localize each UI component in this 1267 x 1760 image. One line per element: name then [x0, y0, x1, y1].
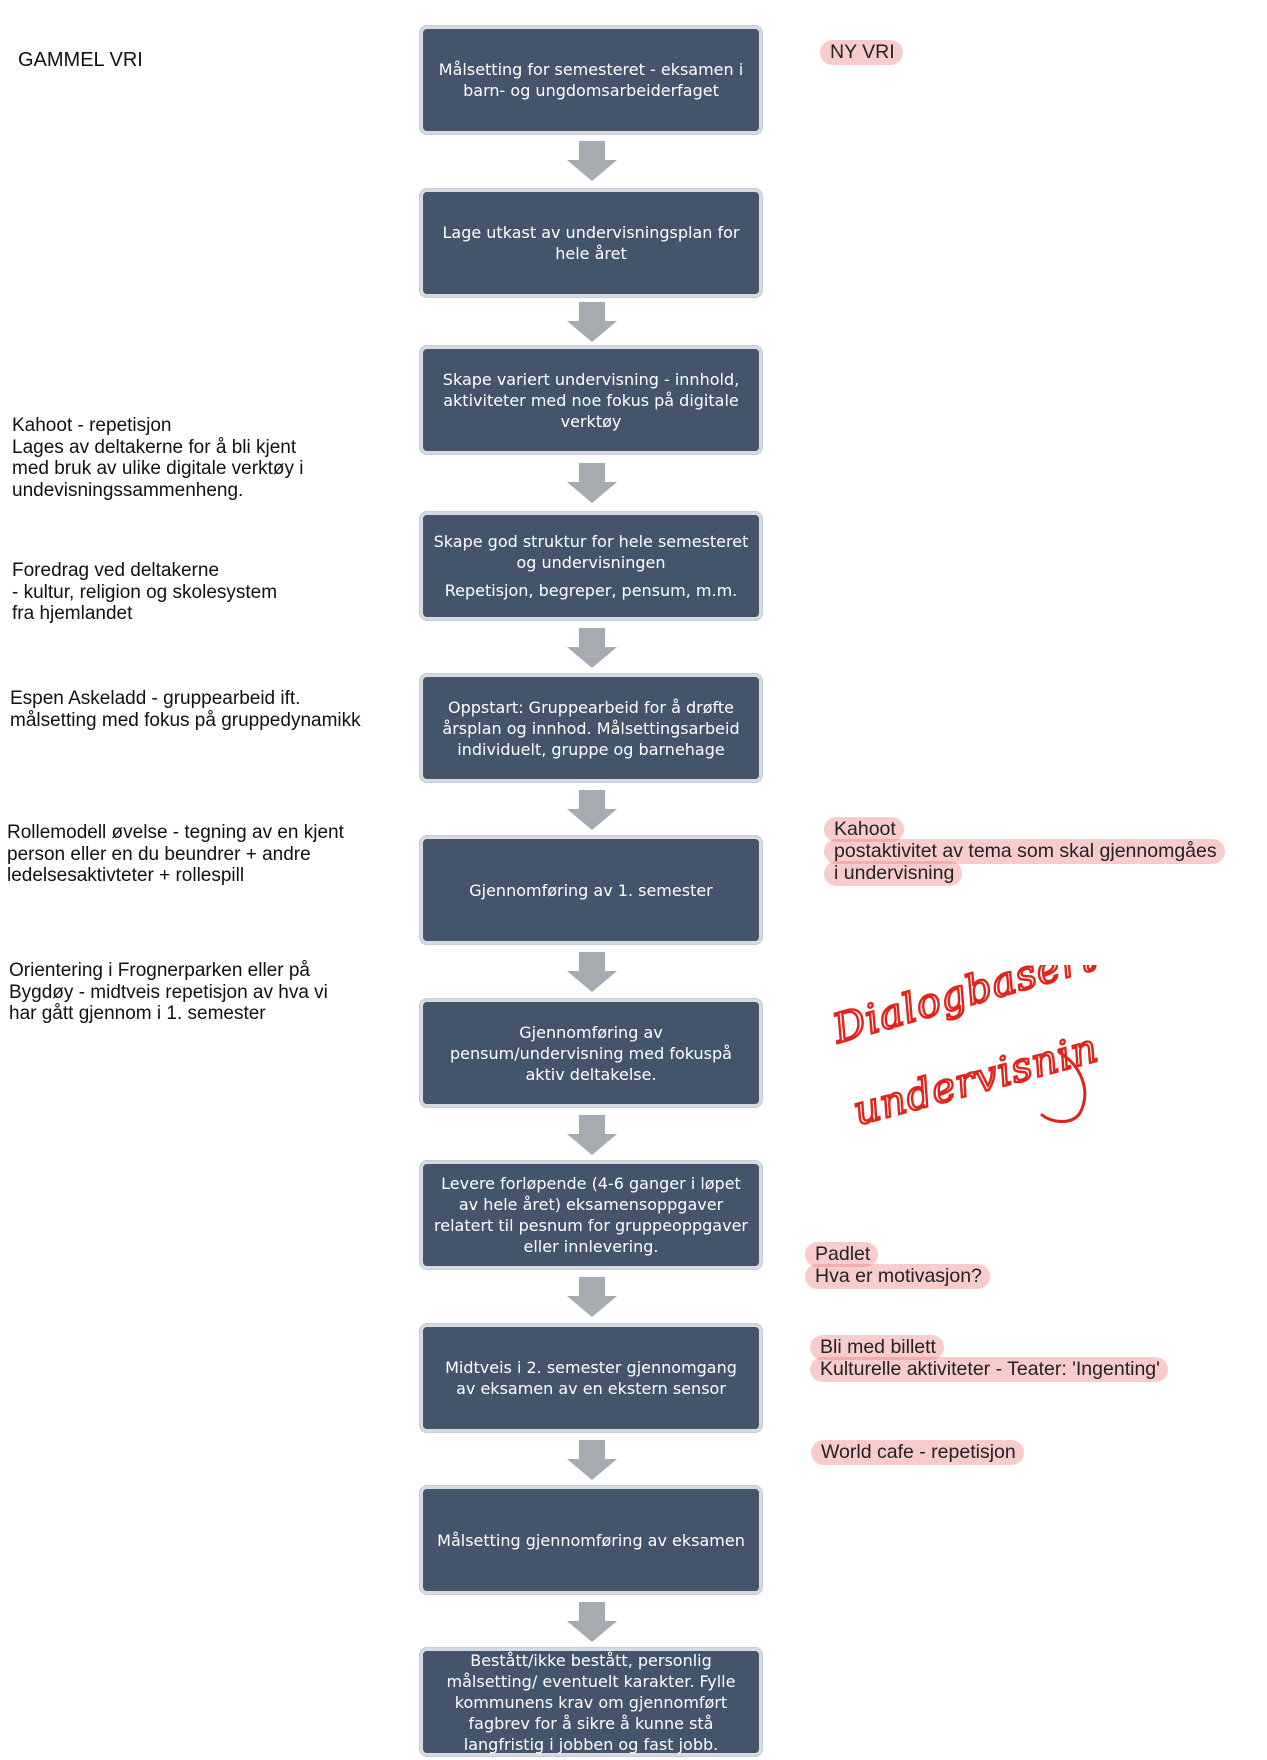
ny-vri-heading: NY VRI — [820, 40, 903, 65]
hl-kahoot: Kahoot — [824, 817, 904, 842]
down-arrow-icon — [567, 141, 617, 181]
flow-step-6-text: Gjennomføring av 1. semester — [469, 880, 713, 900]
down-arrow-icon — [567, 628, 617, 668]
flow-step-2: Lage utkast av undervisningsplan for hel… — [420, 189, 762, 297]
highlight-mark — [810, 1335, 944, 1360]
flow-step-5: Oppstart: Gruppearbeid for å drøfte årsp… — [420, 674, 762, 782]
ny-vri-label: NY VRI — [830, 41, 895, 63]
flow-step-4-subtext: Repetisjon, begreper, pensum, m.m. — [444, 581, 738, 600]
gammel-vri-heading: GAMMEL VRI — [18, 49, 143, 71]
flow-step-10-text: Målsetting gjennomføring av eksamen — [437, 1530, 745, 1550]
flow-step-4-text: Skape god struktur for hele semesteret o… — [433, 532, 749, 572]
hl-motivasjon: Hva er motivasjon? — [805, 1264, 990, 1289]
flow-step-7-text: Gjennomføring av pensum/undervisning med… — [450, 1022, 732, 1084]
hl-kulturelle-text: Kulturelle aktiviteter - Teater: 'Ingent… — [820, 1358, 1160, 1380]
hl-world-cafe: World cafe - repetisjon — [811, 1440, 1024, 1465]
flow-step-6: Gjennomføring av 1. semester — [420, 836, 762, 944]
highlight-mark — [810, 1357, 1168, 1382]
highlight-mark — [820, 40, 903, 65]
flow-step-1: Målsetting for semesteret - eksamen i ba… — [420, 26, 762, 134]
flow-step-11: Bestått/ikke bestått, personlig målsetti… — [420, 1648, 762, 1756]
highlight-mark — [805, 1264, 990, 1289]
note-kahoot-repetisjon: Kahoot - repetisjon Lages av deltakerne … — [12, 415, 304, 501]
highlight-mark — [805, 1242, 879, 1267]
hl-kulturelle: Kulturelle aktiviteter - Teater: 'Ingent… — [810, 1357, 1168, 1382]
down-arrow-icon — [567, 1440, 617, 1480]
hl-postaktivitet-text: postaktivitet av tema som skal gjennomgå… — [834, 840, 1217, 862]
note-foredrag: Foredrag ved deltakerne - kultur, religi… — [12, 560, 278, 624]
flow-step-2-text: Lage utkast av undervisningsplan for hel… — [442, 223, 740, 263]
flow-step-3-text: Skape variert undervisning - innhold, ak… — [442, 369, 740, 431]
flow-step-7: Gjennomføring av pensum/undervisning med… — [420, 999, 762, 1107]
note-espen-askeladd: Espen Askeladd - gruppearbeid ift. målse… — [10, 688, 361, 731]
down-arrow-icon — [567, 1115, 617, 1155]
hl-world-cafe-text: World cafe - repetisjon — [821, 1441, 1016, 1463]
handwritten-annotation: Dialogbasert undervisning — [830, 965, 1100, 1136]
down-arrow-icon — [567, 790, 617, 830]
hl-kahoot-text: Kahoot — [834, 818, 896, 840]
flow-step-1-text: Målsetting for semesteret - eksamen i ba… — [438, 60, 744, 100]
highlight-mark — [824, 839, 1225, 864]
flow-step-10: Målsetting gjennomføring av eksamen — [420, 1486, 762, 1594]
hl-undervisning: i undervisning — [824, 861, 963, 886]
highlight-mark — [824, 861, 963, 886]
flow-step-8: Levere forløpende (4-6 ganger i løpet av… — [420, 1161, 762, 1269]
hl-billett-text: Bli med billett — [820, 1336, 936, 1358]
highlight-mark — [824, 817, 904, 842]
flow-step-9: Midtveis i 2. semester gjennomgang av ek… — [420, 1324, 762, 1432]
flow-step-5-text: Oppstart: Gruppearbeid for å drøfte årsp… — [442, 697, 740, 759]
flow-step-3: Skape variert undervisning - innhold, ak… — [420, 346, 762, 454]
hl-motivasjon-text: Hva er motivasjon? — [815, 1265, 982, 1287]
hl-postaktivitet: postaktivitet av tema som skal gjennomgå… — [824, 839, 1225, 864]
hl-billett: Bli med billett — [810, 1335, 944, 1360]
handwritten-flourish — [1040, 1051, 1087, 1123]
down-arrow-icon — [567, 952, 617, 992]
hl-padlet: Padlet — [805, 1242, 879, 1267]
highlight-mark — [811, 1440, 1024, 1465]
down-arrow-icon — [567, 302, 617, 342]
note-rollemodell: Rollemodell øvelse - tegning av en kjent… — [7, 822, 344, 886]
flow-step-4: Skape god struktur for hele semesteret o… — [420, 512, 762, 620]
hl-undervisning-text: i undervisning — [834, 862, 955, 884]
down-arrow-icon — [567, 1602, 617, 1642]
down-arrow-icon — [567, 463, 617, 503]
flow-step-8-text: Levere forløpende (4-6 ganger i løpet av… — [434, 1174, 748, 1256]
hl-padlet-text: Padlet — [815, 1243, 871, 1265]
flow-step-11-text: Bestått/ikke bestått, personlig målsetti… — [446, 1650, 736, 1754]
flow-step-9-text: Midtveis i 2. semester gjennomgang av ek… — [445, 1358, 737, 1398]
down-arrow-icon — [567, 1277, 617, 1317]
note-orientering: Orientering i Frognerparken eller på Byg… — [9, 960, 328, 1024]
